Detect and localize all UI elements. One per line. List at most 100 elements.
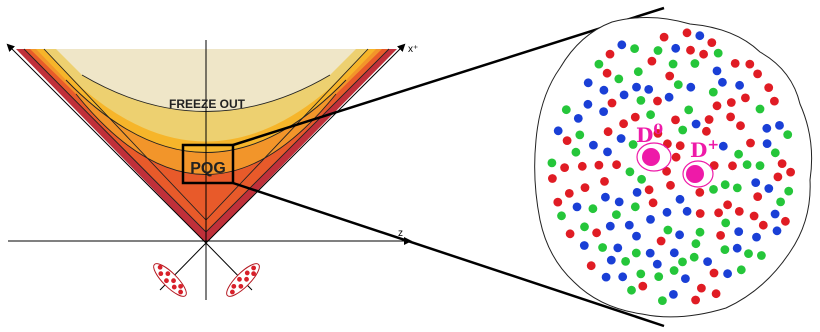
dplus-meson xyxy=(682,160,714,188)
quark-dot xyxy=(601,272,611,282)
quark-dot xyxy=(772,226,782,236)
quark-dot xyxy=(718,77,727,87)
quark-dot xyxy=(716,231,725,240)
quark-dot xyxy=(580,222,589,232)
quark-dot xyxy=(702,126,711,136)
quark-dot xyxy=(723,200,732,210)
quark-dot xyxy=(714,208,723,218)
x-plus-label: x⁺ xyxy=(408,44,418,55)
quark-dot xyxy=(777,159,787,169)
quark-dot xyxy=(745,59,755,69)
z-label: z xyxy=(398,228,403,239)
quark-dot xyxy=(741,93,750,103)
quark-dot xyxy=(783,130,793,140)
quark-dot xyxy=(689,252,699,262)
quark-dot xyxy=(653,96,662,106)
quark-dot xyxy=(770,148,780,158)
quark-dot xyxy=(583,78,593,88)
quark-dot xyxy=(636,96,646,105)
quark-dot xyxy=(663,139,672,149)
quark-dot xyxy=(612,210,621,220)
quark-dot xyxy=(636,269,646,279)
quark-dot xyxy=(612,160,621,170)
quark-dot xyxy=(758,220,768,230)
quark-dot xyxy=(686,45,695,55)
quark-dot xyxy=(579,241,589,250)
quark-dot xyxy=(695,227,705,237)
quark-dot xyxy=(616,134,626,143)
quark-dot xyxy=(682,28,692,38)
quark-dot xyxy=(572,202,582,212)
quark-dot xyxy=(605,49,615,59)
quark-dot xyxy=(675,141,685,151)
quark-dot xyxy=(601,192,610,202)
quark-dot xyxy=(652,259,662,269)
quark-dot xyxy=(709,185,718,194)
quark-dot xyxy=(720,245,730,255)
quark-dot xyxy=(751,178,761,188)
quark-dot xyxy=(600,177,609,186)
d0-base: D xyxy=(636,123,653,147)
quark-dot xyxy=(691,295,700,305)
quark-dot xyxy=(599,107,608,116)
quark-dot xyxy=(653,46,663,55)
quark-dot xyxy=(726,112,735,122)
quark-dot xyxy=(588,204,598,214)
quark-dot xyxy=(695,188,705,197)
quark-dot xyxy=(673,80,683,89)
quark-field xyxy=(547,28,795,305)
quark-dot xyxy=(658,296,667,305)
quark-dot xyxy=(594,59,604,69)
quark-dot xyxy=(728,161,737,171)
pqg-box xyxy=(181,143,235,185)
quark-dot xyxy=(632,188,642,197)
quark-dot xyxy=(632,82,641,92)
quark-dot xyxy=(663,225,673,235)
quark-dot xyxy=(614,74,624,84)
quark-dot xyxy=(755,161,765,171)
quark-dot xyxy=(781,216,790,226)
quark-dot xyxy=(691,119,701,129)
quark-dot xyxy=(707,38,717,47)
quark-dot xyxy=(784,186,794,196)
quark-dot xyxy=(734,207,744,216)
quark-dot xyxy=(607,98,617,108)
quark-dot xyxy=(564,189,574,198)
quark-dot xyxy=(632,231,641,241)
quark-dot xyxy=(602,68,612,78)
nucleus-right xyxy=(226,263,260,297)
axes: x⁺ z xyxy=(6,40,418,300)
quark-dot xyxy=(746,138,755,148)
quark-dot xyxy=(669,290,678,299)
quark-dot xyxy=(671,152,681,162)
quark-dot xyxy=(592,228,601,238)
quark-dot xyxy=(775,121,784,130)
quark-dot xyxy=(669,266,679,275)
quark-dot xyxy=(742,160,752,170)
d0-sup: 0 xyxy=(653,122,663,138)
quark-dot xyxy=(645,248,655,258)
quark-dot xyxy=(621,257,630,266)
quark-dot xyxy=(709,161,719,170)
quark-dot xyxy=(713,48,723,58)
quark-dot xyxy=(628,140,638,149)
quark-dot xyxy=(625,167,635,177)
quark-dot xyxy=(560,163,569,173)
quark-dot xyxy=(613,243,623,253)
quark-dot xyxy=(644,85,654,94)
quark-dot xyxy=(762,123,772,133)
quark-dot xyxy=(575,130,585,140)
quark-dot xyxy=(786,167,795,177)
quark-dot xyxy=(565,229,575,239)
quark-dot xyxy=(627,285,636,295)
quark-dot xyxy=(662,166,671,176)
quark-dot xyxy=(681,274,690,283)
quark-dot xyxy=(695,31,705,41)
quark-dot xyxy=(697,283,706,293)
quark-dot xyxy=(764,184,774,193)
quark-dot xyxy=(633,67,643,77)
quark-dot xyxy=(686,82,696,92)
quark-dot xyxy=(755,104,765,114)
quark-dot xyxy=(671,115,680,125)
